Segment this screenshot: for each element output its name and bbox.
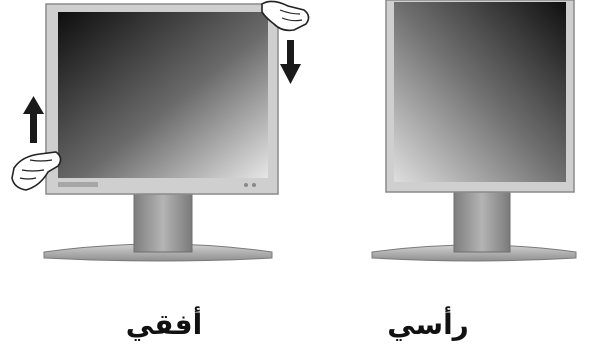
- monitor-left-logo-strip: [58, 182, 98, 187]
- caption-portrait: رأسي: [368, 305, 488, 345]
- monitor-right-stand: [454, 188, 510, 252]
- monitor-left-button: [252, 183, 256, 187]
- monitor-right-screen: [394, 2, 566, 182]
- arrow-down-icon: [280, 40, 301, 84]
- monitor-left: [44, 4, 278, 261]
- arrow-up-icon: [23, 96, 44, 143]
- caption-landscape: أفقي: [104, 305, 224, 345]
- monitor-left-screen: [58, 12, 268, 178]
- monitor-left-stand: [134, 186, 192, 252]
- monitor-right: [372, 0, 576, 261]
- monitor-left-button: [244, 183, 248, 187]
